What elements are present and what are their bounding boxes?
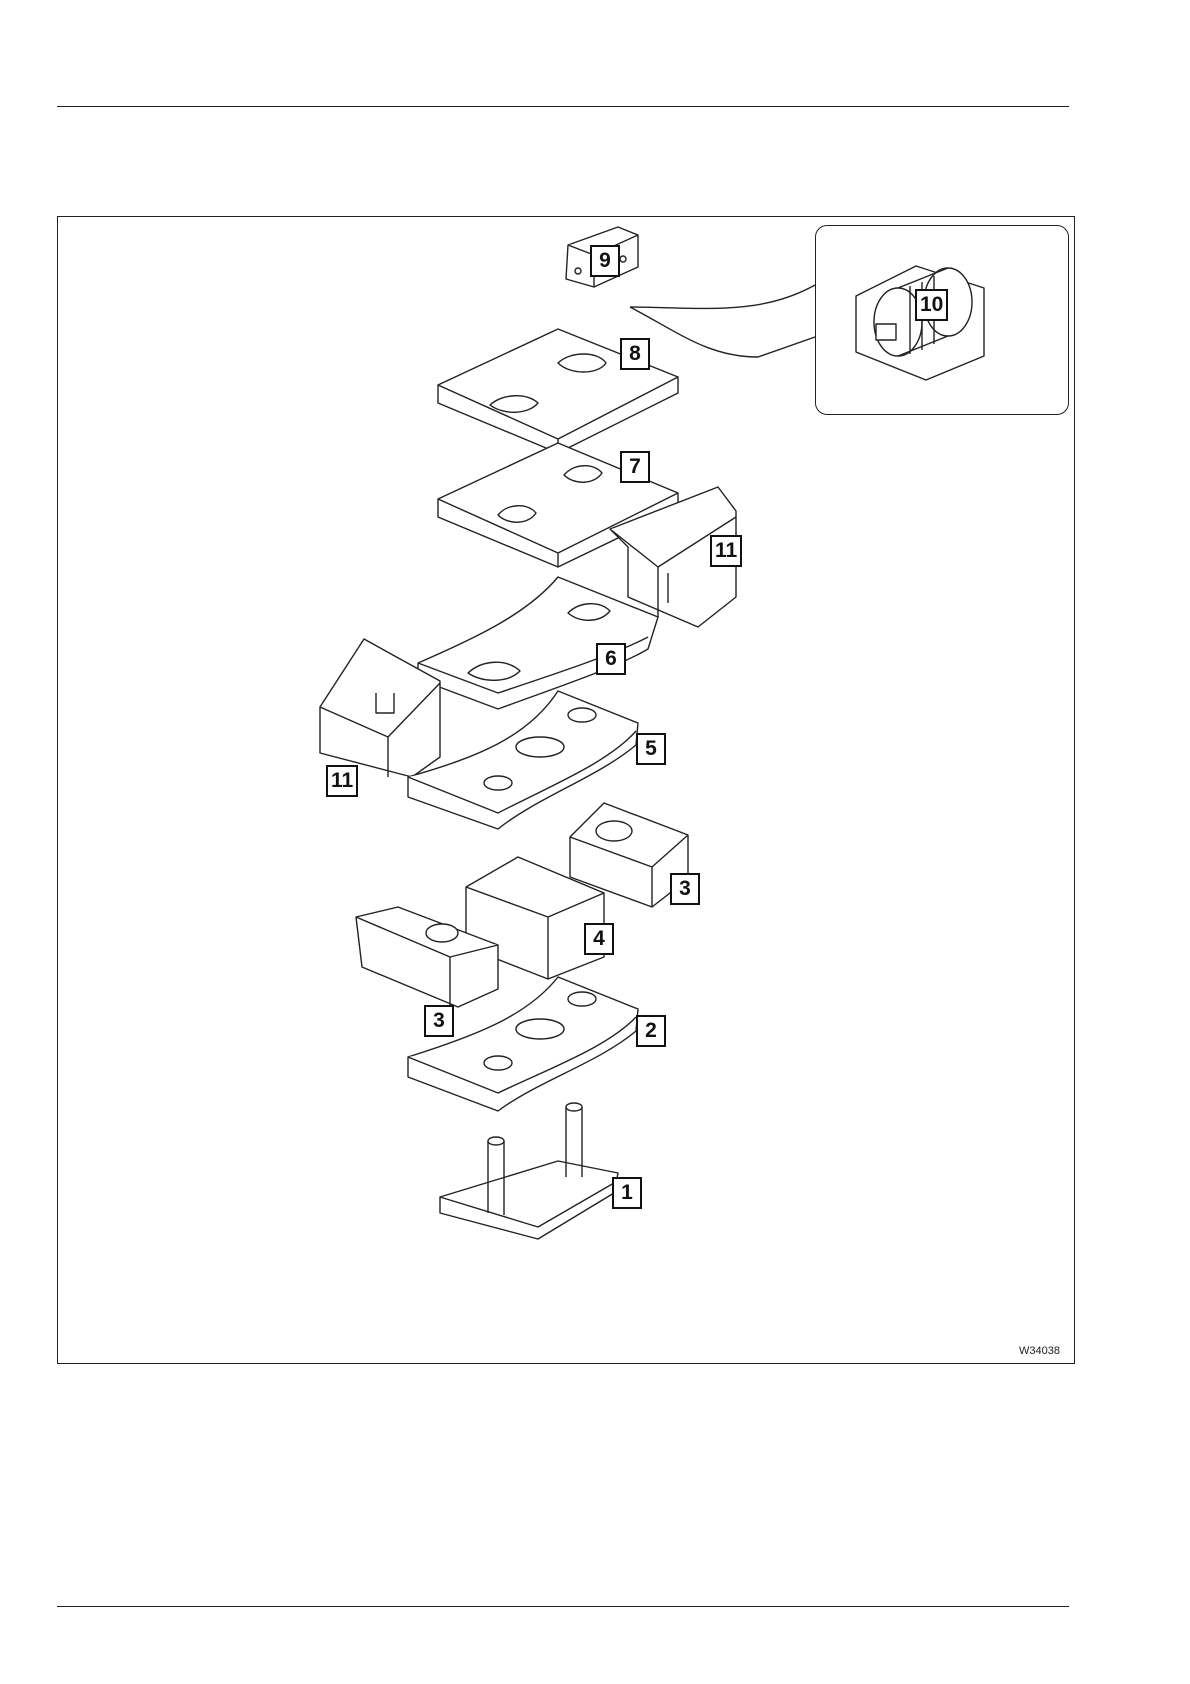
callout-11-right: 11 <box>710 535 742 567</box>
callout-3-right: 3 <box>670 873 700 905</box>
callout-4: 4 <box>584 923 614 955</box>
part-11-left-weight <box>320 639 440 777</box>
detail-leader <box>630 307 815 357</box>
callout-8: 8 <box>620 338 650 370</box>
callout-10: 10 <box>915 289 948 321</box>
callout-6: 6 <box>596 643 626 675</box>
callout-1: 1 <box>612 1177 642 1209</box>
callout-5: 5 <box>636 733 666 765</box>
detail-leader-2 <box>630 285 815 308</box>
part-1-base <box>440 1103 618 1239</box>
callout-2: 2 <box>636 1015 666 1047</box>
callout-9: 9 <box>590 245 620 277</box>
exploded-parts-figure: 9 10 8 7 11 6 5 11 3 4 3 2 1 W34038 <box>57 216 1075 1364</box>
callout-7: 7 <box>620 451 650 483</box>
callout-3-left: 3 <box>424 1005 454 1037</box>
footer-rule <box>57 1606 1069 1607</box>
figure-code: W34038 <box>1019 1345 1060 1357</box>
callout-11-left: 11 <box>326 765 358 797</box>
header-rule <box>57 106 1069 107</box>
